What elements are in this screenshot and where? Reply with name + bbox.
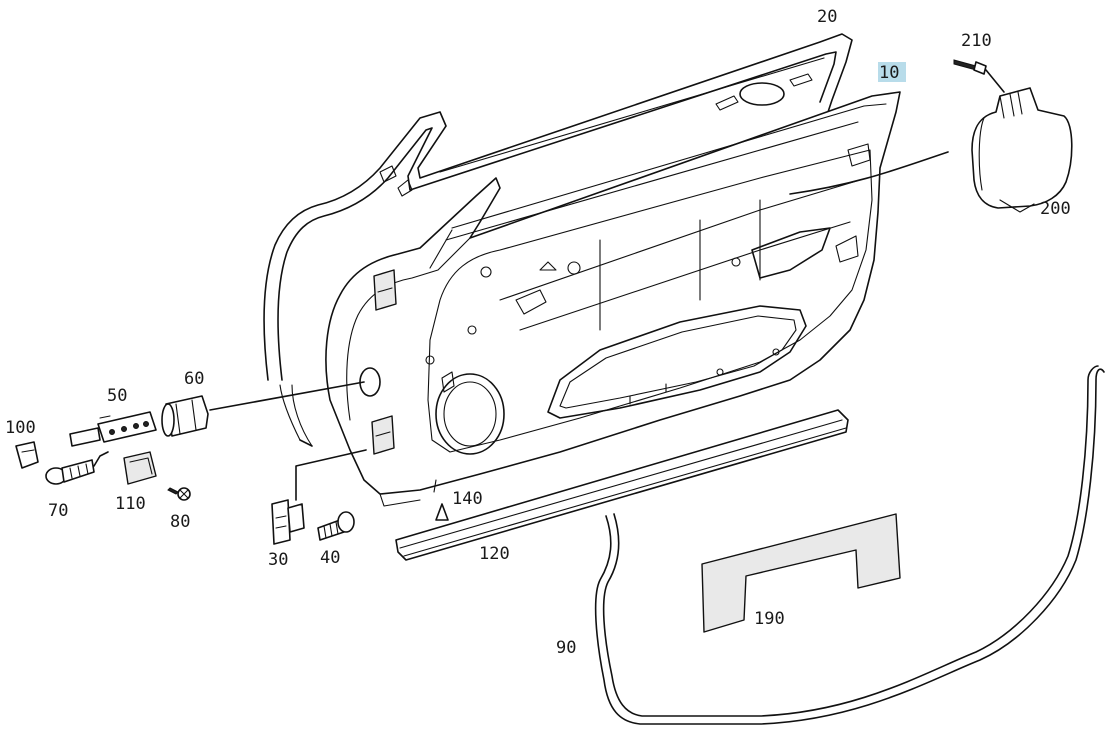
part-100-clip[interactable]: [15, 441, 39, 469]
label-60: 60: [184, 369, 204, 389]
label-100: 100: [5, 418, 36, 438]
part-110-bracket[interactable]: [123, 451, 157, 485]
label-10: 10: [879, 63, 899, 83]
label-210: 210: [961, 31, 992, 51]
part-40-bolt[interactable]: [317, 511, 355, 541]
label-140: 140: [452, 489, 483, 509]
part-210-screw[interactable]: [953, 59, 987, 75]
part-190-insulation-sheet[interactable]: [701, 513, 901, 633]
part-50-lock-key[interactable]: [69, 411, 157, 447]
label-50: 50: [107, 386, 127, 406]
part-70-bolt[interactable]: [45, 459, 95, 485]
part-90-weather-seal[interactable]: [594, 365, 1105, 725]
label-70: 70: [48, 501, 68, 521]
label-80: 80: [170, 512, 190, 532]
label-110: 110: [115, 494, 146, 514]
leader-line-30: [295, 449, 367, 501]
label-120: 120: [479, 544, 510, 564]
part-10-door-shell[interactable]: [325, 91, 901, 507]
label-20: 20: [817, 7, 837, 27]
label-200: 200: [1040, 199, 1071, 219]
part-60-lock-cylinder[interactable]: [161, 395, 209, 437]
leader-line-70: [93, 451, 109, 467]
leader-line-200: [789, 151, 949, 195]
label-10-highlight: [878, 62, 906, 82]
label-40: 40: [320, 548, 340, 568]
label-30: 30: [268, 550, 288, 570]
label-90: 90: [556, 638, 576, 658]
part-140-clip[interactable]: [435, 503, 449, 521]
part-80-screw[interactable]: [167, 487, 191, 501]
leader-line-60: [209, 381, 365, 411]
part-30-hinge[interactable]: [271, 499, 305, 545]
label-190: 190: [754, 609, 785, 629]
part-20-frame-seal[interactable]: [263, 33, 853, 447]
part-200-mirror-cover[interactable]: [971, 69, 1073, 213]
part-120-sill-strip[interactable]: [395, 409, 849, 561]
